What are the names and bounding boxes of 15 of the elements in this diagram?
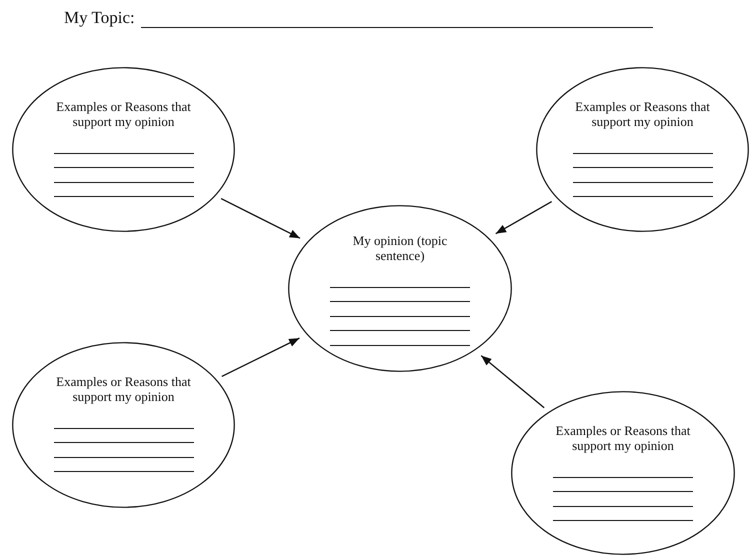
title: My Topic:	[64, 8, 135, 28]
ellipse	[12, 342, 235, 508]
node-label: Examples or Reasons that support my opinion	[554, 423, 692, 453]
arrow	[480, 355, 545, 408]
arrow	[220, 198, 300, 239]
node-label: Examples or Reasons that support my opinion	[55, 374, 192, 404]
arrow	[495, 201, 552, 234]
arrow	[222, 338, 300, 378]
node-label: My opinion (topic sentence)	[352, 233, 448, 263]
node-label: Examples or Reasons that support my opinion	[574, 99, 711, 129]
ellipse	[12, 67, 235, 232]
ellipse	[536, 67, 749, 232]
ellipse	[511, 391, 735, 555]
node-label: Examples or Reasons that support my opinion	[55, 99, 192, 129]
ellipse	[288, 205, 512, 372]
